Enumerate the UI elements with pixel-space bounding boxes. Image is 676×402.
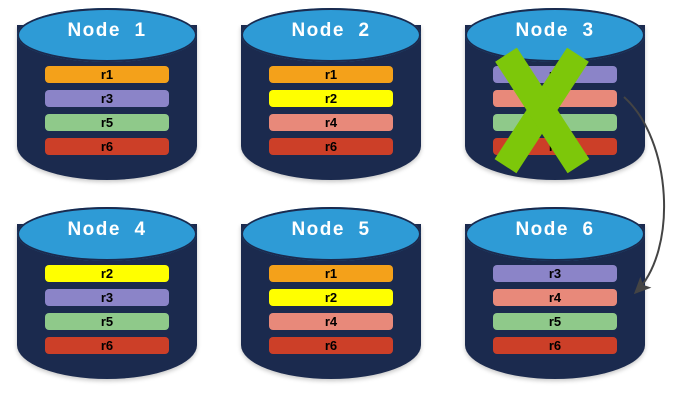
- record-bar[interactable]: r3: [45, 90, 169, 107]
- record-bar[interactable]: r2: [269, 289, 393, 306]
- cylinder-top-ellipse: [241, 8, 421, 62]
- record-bar[interactable]: r6: [493, 138, 617, 155]
- record-bar[interactable]: r3: [45, 289, 169, 306]
- cylinder-top-ellipse: [17, 207, 197, 261]
- record-bar[interactable]: r3: [493, 66, 617, 83]
- cylinder-top-ellipse: [465, 207, 645, 261]
- record-bar[interactable]: r1: [269, 265, 393, 282]
- record-bar[interactable]: r2: [269, 90, 393, 107]
- node-6[interactable]: Node 6 r3 r4 r5 r6: [465, 207, 645, 385]
- record-bar[interactable]: r5: [45, 313, 169, 330]
- record-bar[interactable]: r6: [45, 138, 169, 155]
- record-bar[interactable]: r1: [45, 66, 169, 83]
- record-list: r2 r3 r5 r6: [45, 265, 169, 354]
- record-bar[interactable]: r5: [45, 114, 169, 131]
- node-2[interactable]: Node 2 r1 r2 r4 r6: [241, 8, 421, 186]
- cylinder-top-ellipse: [17, 8, 197, 62]
- record-bar[interactable]: r6: [493, 337, 617, 354]
- node-5[interactable]: Node 5 r1 r2 r4 r6: [241, 207, 421, 385]
- record-bar[interactable]: r6: [269, 138, 393, 155]
- node-title: Node 5: [291, 219, 371, 240]
- record-bar[interactable]: r4: [269, 313, 393, 330]
- record-list: r1 r3 r5 r6: [45, 66, 169, 155]
- node-title: Node 2: [291, 20, 371, 41]
- node-title: Node 1: [67, 20, 147, 41]
- node-1[interactable]: Node 1 r1 r3 r5 r6: [17, 8, 197, 186]
- record-bar[interactable]: r4: [493, 289, 617, 306]
- record-bar[interactable]: r1: [269, 66, 393, 83]
- record-bar[interactable]: r6: [45, 337, 169, 354]
- record-bar[interactable]: r4: [269, 114, 393, 131]
- cylinder-top-ellipse: [241, 207, 421, 261]
- record-bar[interactable]: r5: [493, 313, 617, 330]
- record-bar[interactable]: r4: [493, 90, 617, 107]
- record-bar[interactable]: r2: [45, 265, 169, 282]
- record-list: r3 r4 r5 r6: [493, 265, 617, 354]
- node-3[interactable]: Node 3 r3 r4 r5 r6: [465, 8, 645, 186]
- record-list: r3 r4 r5 r6: [493, 66, 617, 155]
- node-title: Node 4: [67, 219, 147, 240]
- record-bar[interactable]: r5: [493, 114, 617, 131]
- record-list: r1 r2 r4 r6: [269, 265, 393, 354]
- node-title: Node 6: [515, 219, 595, 240]
- node-title: Node 3: [515, 20, 595, 41]
- record-bar[interactable]: r6: [269, 337, 393, 354]
- node-4[interactable]: Node 4 r2 r3 r5 r6: [17, 207, 197, 385]
- record-list: r1 r2 r4 r6: [269, 66, 393, 155]
- record-bar[interactable]: r3: [493, 265, 617, 282]
